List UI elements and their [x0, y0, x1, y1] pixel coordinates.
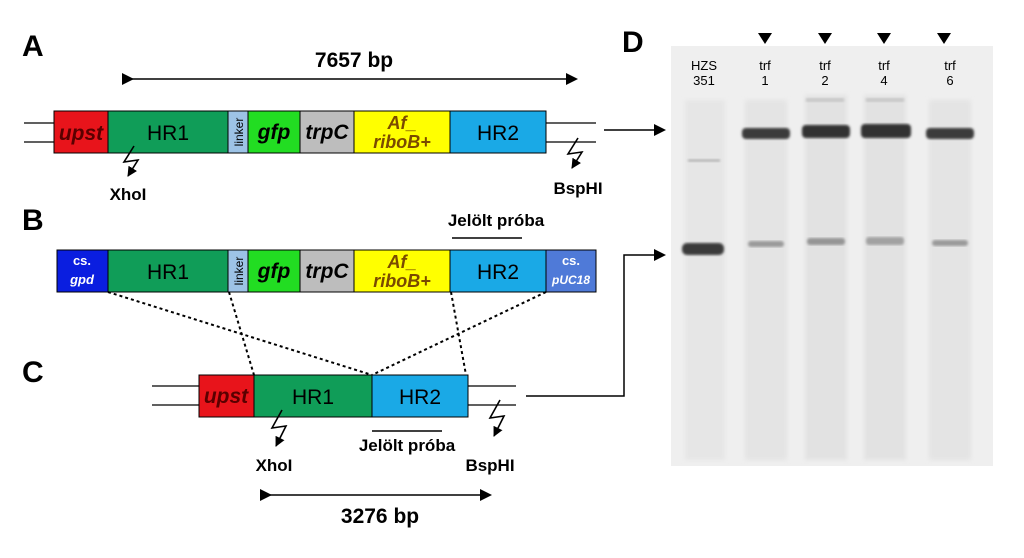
- lane-label-4-line1: trf: [944, 58, 956, 73]
- segment-a-upst-label: upst: [59, 122, 104, 145]
- probe-label-c: Jelölt próba: [359, 436, 456, 455]
- segment-a-upst: [53, 110, 109, 154]
- site-a-xhoi-label: XhoI: [110, 185, 147, 204]
- size-label-c: 3276 bp: [341, 505, 419, 528]
- lane-marker-3-icon: [877, 33, 891, 44]
- segment-a-af-line1: Af_: [386, 113, 416, 133]
- panel-label-b: B: [22, 204, 44, 237]
- segment-b-trpc: [299, 249, 355, 293]
- lane-label-0-line2: 351: [693, 73, 715, 88]
- cut-site-c-xhoi: [270, 409, 288, 447]
- pointer-arrow-lower: [526, 249, 666, 397]
- lane-smear-0: [685, 100, 725, 460]
- segment-b-gpd: [56, 249, 109, 293]
- panel-label-d: D: [622, 26, 644, 59]
- crossover-line-hr1-left: [107, 291, 373, 376]
- size-label-a: 7657 bp: [315, 49, 393, 72]
- segment-b-puc18-label: pUC18: [551, 273, 590, 287]
- cut-site-a-bsphi: [566, 137, 584, 169]
- band-1-lower: [748, 241, 784, 247]
- segment-b-gpd-label: gpd: [69, 272, 95, 287]
- segment-c-hr1-label: HR1: [292, 386, 334, 409]
- crossover-line-hr2-right: [371, 291, 547, 376]
- segment-a-af: [353, 110, 451, 154]
- lane-label-2-line1: trf: [819, 58, 831, 73]
- site-c-xhoi-label: XhoI: [256, 456, 293, 475]
- segment-a-hr2: [449, 110, 547, 154]
- segment-c-upst-label: upst: [204, 385, 249, 408]
- segment-b-gfp: [247, 249, 301, 293]
- probe-label-b: Jelölt próba: [448, 211, 545, 230]
- segment-b-hr2-label: HR2: [477, 261, 519, 284]
- segment-b-linker-label: linker: [232, 257, 246, 286]
- crossover-line-hr1-right: [228, 291, 255, 376]
- gel-lane-4: trf 6: [926, 33, 974, 460]
- lane-label-1-line1: trf: [759, 58, 771, 73]
- segment-b-trpc-label: trpC: [305, 260, 349, 283]
- segment-b-puc18: [545, 249, 597, 293]
- lane-smear-4: [929, 100, 971, 460]
- site-c-bsphi-label: BspHI: [465, 456, 514, 475]
- band-2-faint: [806, 98, 844, 102]
- segment-a-af-line2: riboB+: [373, 132, 431, 152]
- band-3-lower: [866, 237, 904, 245]
- band-4-upper: [926, 128, 974, 139]
- band-0-faint: [688, 159, 720, 162]
- segment-b-puc18-cs: cs.: [562, 253, 580, 268]
- segment-a-linker-label: linker: [232, 118, 246, 147]
- lane-label-3-line2: 4: [880, 73, 887, 88]
- segment-c-hr2: [371, 374, 469, 418]
- site-a-bsphi-label: BspHI: [553, 179, 602, 198]
- band-1-upper: [742, 128, 790, 139]
- band-3-upper: [861, 124, 911, 138]
- segment-b-af: [353, 249, 451, 293]
- band-4-lower: [932, 240, 968, 246]
- gel-lane-0: HZS 351: [682, 58, 725, 460]
- segment-b-af-line1: Af_: [386, 252, 416, 272]
- lane-marker-4-icon: [937, 33, 951, 44]
- segment-c-hr1: [253, 374, 373, 418]
- cut-site-c-bsphi: [488, 399, 506, 437]
- segment-a-trpc: [299, 110, 355, 154]
- lane-label-0-line1: HZS: [691, 58, 717, 73]
- panel-label-c: C: [22, 356, 44, 389]
- segment-a-trpc-label: trpC: [305, 121, 349, 144]
- gel-lane-1: trf 1: [742, 33, 790, 460]
- segment-c-upst: [198, 374, 255, 418]
- segment-b-gpd-cs: cs.: [73, 253, 91, 268]
- segment-b-hr1-label: HR1: [147, 261, 189, 284]
- lane-label-3-line1: trf: [878, 58, 890, 73]
- segment-c-hr2-label: HR2: [399, 386, 441, 409]
- lane-marker-1-icon: [758, 33, 772, 44]
- lane-smear-1: [745, 100, 787, 460]
- band-0-lower: [682, 243, 724, 255]
- panel-label-a: A: [22, 30, 44, 63]
- segment-a-hr1-label: HR1: [147, 122, 189, 145]
- band-3-faint: [866, 98, 904, 102]
- gel-lane-3: trf 4: [861, 33, 911, 460]
- segment-b-hr1: [107, 249, 229, 293]
- lane-label-1-line2: 1: [761, 73, 768, 88]
- lane-smear-2: [805, 95, 847, 460]
- segment-b-af-line2: riboB+: [373, 271, 431, 291]
- segment-b-gfp-label: gfp: [257, 260, 291, 283]
- segment-a-gfp-label: gfp: [257, 121, 291, 144]
- lane-label-2-line2: 2: [821, 73, 828, 88]
- lane-marker-2-icon: [818, 33, 832, 44]
- lane-label-4-line2: 6: [946, 73, 953, 88]
- band-2-lower: [807, 238, 845, 245]
- cut-site-a-xhoi: [122, 145, 140, 177]
- segment-a-hr2-label: HR2: [477, 122, 519, 145]
- band-2-upper: [802, 125, 850, 138]
- gel-lane-2: trf 2: [802, 33, 850, 460]
- lane-smear-3: [864, 95, 906, 460]
- segment-a-hr1: [107, 110, 229, 154]
